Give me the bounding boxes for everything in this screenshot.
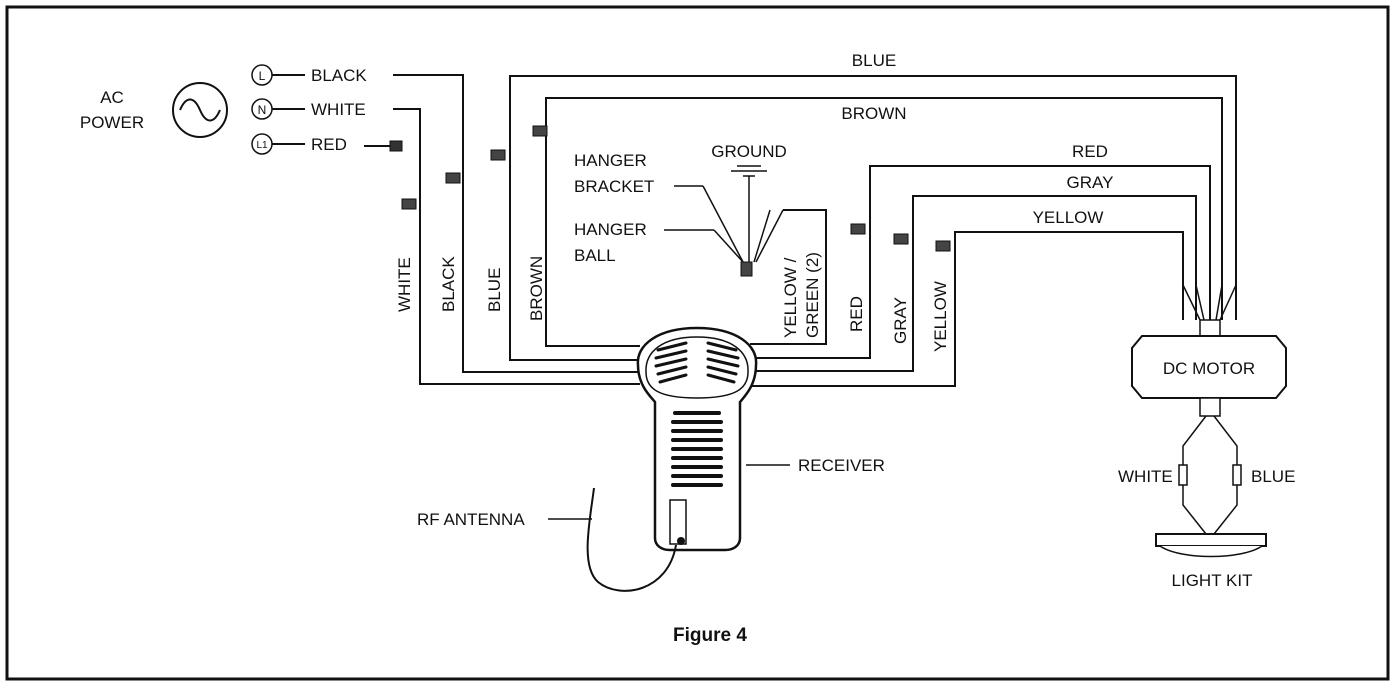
ac-power-label-line1: AC [100,88,124,107]
svg-text:GREEN (2): GREEN (2) [803,252,822,338]
light-kit [1155,533,1267,558]
vertical-labels: WHITE BLACK BLUE BROWN YELLOW / GREEN (2… [395,252,950,352]
motor-wire-yellow-label: YELLOW [1033,208,1104,227]
figure-caption: Figure 4 [673,625,747,646]
diagram-border [5,5,1390,681]
svg-text:BLACK: BLACK [439,256,458,312]
light-kit-white-label: WHITE [1118,467,1173,486]
wire-yellow-motor [750,231,1184,387]
light-kit-wires [1178,415,1242,535]
wire-red-motor [750,165,1211,359]
supply-black-label: BLACK [311,66,367,85]
wire-gray-motor [750,195,1197,372]
svg-text:BROWN: BROWN [527,256,546,321]
svg-text:N: N [258,103,267,117]
svg-text:YELLOW /: YELLOW / [781,257,800,338]
ground-label: GROUND [711,142,787,161]
motor-wire-red-label: RED [1072,142,1108,161]
supply-red-label: RED [311,135,347,154]
ground-symbol [731,165,767,268]
dc-motor-label: DC MOTOR [1163,359,1255,378]
rf-antenna-label: RF ANTENNA [417,510,525,529]
svg-text:RED: RED [847,296,866,332]
svg-text:WHITE: WHITE [395,257,414,312]
rf-antenna-wire [586,487,677,592]
motor-wire-gray-label: GRAY [1067,173,1114,192]
light-kit-blue-label: BLUE [1251,467,1295,486]
svg-text:BLUE: BLUE [485,268,504,312]
motor-harness [1182,284,1237,337]
light-kit-label: LIGHT KIT [1172,571,1253,590]
dc-motor [1131,335,1287,417]
ac-power-symbol [172,82,228,138]
motor-wire-brown-label: BROWN [841,104,906,123]
svg-text:YELLOW: YELLOW [931,281,950,352]
hanger-bracket-label-line2: BRACKET [574,177,654,196]
hanger-ball-label-line1: HANGER [574,220,647,239]
terminal-L: L [251,64,273,86]
ac-power-label-line2: POWER [80,113,144,132]
receiver [636,326,758,552]
wire-brown-receiver [545,97,1223,347]
wire-black-supply [393,74,640,373]
wire-white-supply [393,108,640,385]
wire-blue-receiver [509,75,1237,361]
supply-white-label: WHITE [311,100,366,119]
terminal-N: N [251,98,273,120]
ground-wire-nut [740,261,753,277]
wire-nut-connectors [401,125,951,252]
receiver-label: RECEIVER [798,456,885,475]
motor-wire-blue-label: BLUE [852,51,896,70]
red-cap-connector [389,140,403,152]
hanger-ball-label-line2: BALL [574,246,616,265]
svg-text:L: L [259,69,266,83]
svg-text:GRAY: GRAY [891,297,910,344]
hanger-bracket-label-line1: HANGER [574,151,647,170]
terminal-L1: L1 [251,133,273,155]
wire-yellow-green-receiver [750,209,827,345]
svg-text:L1: L1 [256,140,268,151]
